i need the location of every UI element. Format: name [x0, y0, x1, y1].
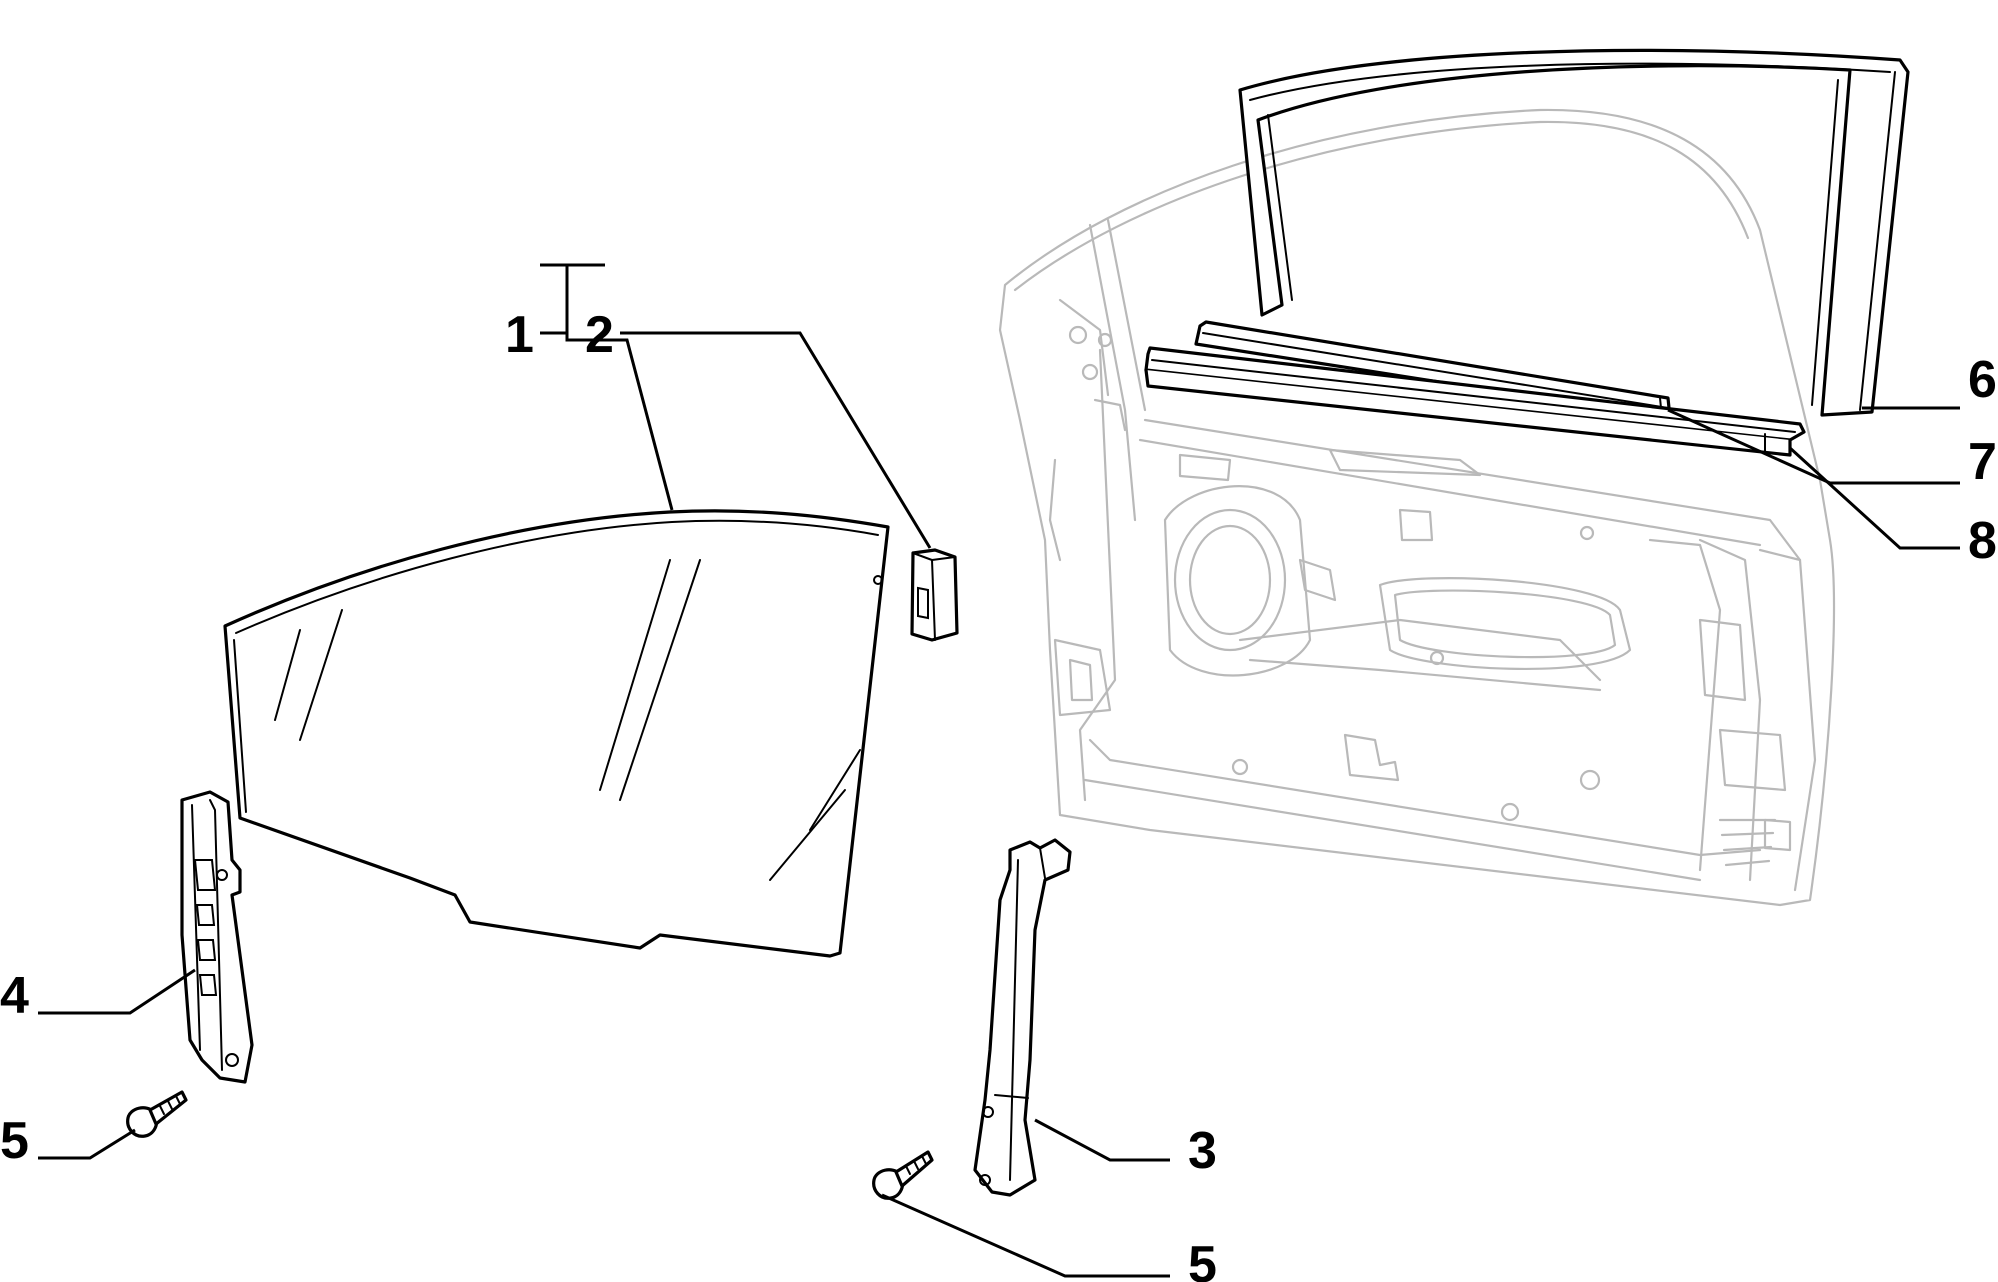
callout-7: 7	[1968, 433, 1997, 491]
leader-5b	[881, 1193, 1170, 1278]
callout-2: 2	[585, 306, 614, 364]
bolt-right	[872, 1150, 934, 1200]
leader-4	[38, 968, 196, 1015]
door-frame-seal	[1238, 48, 1910, 417]
leader-3	[1034, 1118, 1170, 1162]
right-window-channel	[973, 838, 1072, 1197]
callout-1: 1	[505, 306, 534, 364]
bolt-left	[126, 1090, 188, 1138]
left-window-channel	[180, 790, 254, 1084]
inner-beltline-strip	[1144, 346, 1806, 457]
leader-1-bracket	[540, 263, 674, 511]
door-shell	[998, 108, 1836, 907]
leader-lines	[38, 263, 1960, 1278]
door-glass	[223, 509, 890, 958]
callout-3: 3	[1188, 1122, 1217, 1180]
callout-4: 4	[0, 967, 29, 1025]
callout-labels: 1 2 3 4 5 5 6 7 8	[0, 306, 1997, 1282]
callout-8: 8	[1968, 512, 1997, 570]
callout-5-right: 5	[1188, 1236, 1217, 1282]
leader-2	[620, 331, 932, 549]
leader-8	[1788, 446, 1960, 550]
callout-6: 6	[1968, 351, 1997, 409]
glass-guide-block	[910, 548, 959, 642]
callout-5-left: 5	[0, 1112, 29, 1170]
leader-5a	[38, 1128, 136, 1160]
